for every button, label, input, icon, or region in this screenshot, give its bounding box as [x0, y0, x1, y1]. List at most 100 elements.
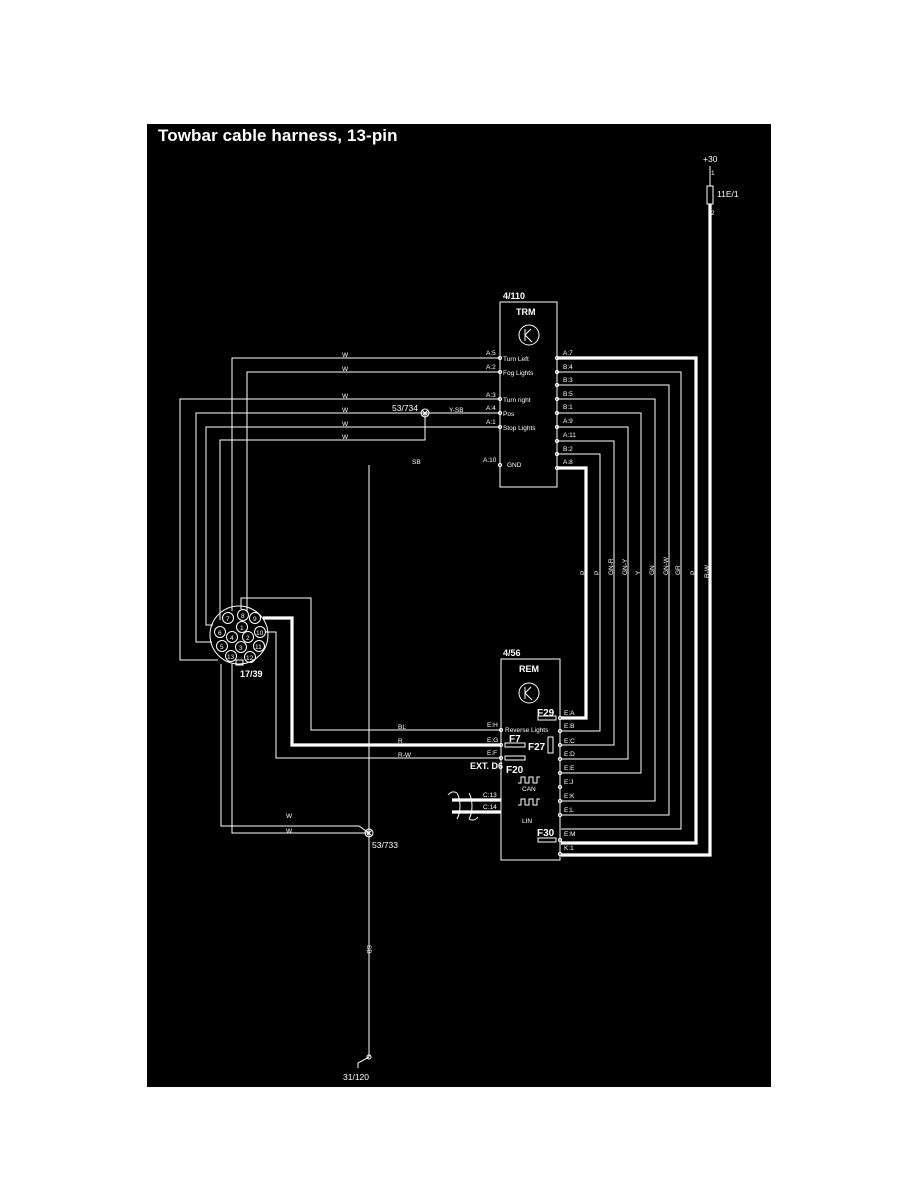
svg-text:W: W: [286, 828, 293, 835]
fuse-11e1-label: 11E/1: [717, 189, 739, 199]
trm-left-wire-colors: W W W W W W SB: [342, 352, 421, 466]
trm-box: [499, 301, 558, 488]
fuse-f7-label: F7: [509, 734, 521, 745]
trm-left-wires: [179, 357, 500, 1057]
svg-text:Turn right: Turn right: [503, 397, 531, 404]
svg-text:GN: GN: [649, 565, 656, 575]
rem-fuses: F29 F7 F27 EXT. D6 F20 F30: [470, 708, 557, 843]
connector-label: 17/39: [240, 669, 263, 679]
svg-text:6: 6: [218, 630, 222, 637]
svg-text:A:3: A:3: [486, 392, 496, 399]
svg-text:E:D: E:D: [564, 751, 575, 758]
svg-text:5: 5: [220, 644, 224, 651]
svg-text:E:E: E:E: [564, 765, 575, 772]
svg-text:2: 2: [246, 635, 250, 642]
svg-text:Y: Y: [635, 570, 642, 575]
fuse-pin-top: 1: [711, 170, 715, 177]
svg-text:W: W: [342, 407, 349, 414]
svg-text:10: 10: [256, 630, 264, 637]
splice-53-734: [420, 408, 430, 418]
svg-text:C:14: C:14: [483, 804, 497, 811]
svg-text:B:5: B:5: [563, 391, 573, 398]
svg-text:A:7: A:7: [563, 350, 573, 357]
svg-text:K:1: K:1: [564, 845, 574, 852]
svg-text:W: W: [342, 434, 349, 441]
fuse-f30-label: F30: [537, 828, 555, 839]
ground-31-120: [357, 1054, 372, 1068]
svg-text:R-W: R-W: [398, 752, 412, 759]
svg-text:11: 11: [255, 644, 262, 651]
svg-text:A:10: A:10: [483, 457, 497, 464]
svg-text:W: W: [342, 421, 349, 428]
supply-label: +30: [703, 154, 718, 164]
diagram-panel: [147, 124, 771, 1087]
fuse-f30: [537, 837, 557, 843]
svg-text:4: 4: [230, 635, 234, 642]
svg-text:A:1: A:1: [486, 419, 496, 426]
svg-text:A:2: A:2: [486, 364, 496, 371]
svg-text:12: 12: [246, 655, 254, 662]
trm-right-pins: A:7 B:4 B:3 B:5 B:1 A:9 A:11 B:2 A:8: [554, 350, 576, 471]
svg-text:B:2: B:2: [563, 446, 573, 453]
svg-text:B:4: B:4: [563, 364, 573, 371]
rem-ref: 4/56: [503, 648, 521, 658]
svg-text:A:5: A:5: [486, 350, 496, 357]
splice-53-734-label: 53/734: [392, 403, 418, 413]
rem-name: REM: [519, 664, 539, 674]
svg-text:W: W: [342, 366, 349, 373]
svg-text:E:C: E:C: [564, 738, 575, 745]
trm-ref: 4/110: [503, 291, 525, 301]
svg-text:E:L: E:L: [564, 807, 574, 814]
svg-text:7: 7: [226, 616, 230, 623]
svg-text:Reverse Lights: Reverse Lights: [505, 727, 549, 734]
svg-text:W: W: [342, 352, 349, 359]
svg-text:A:8: A:8: [563, 459, 573, 466]
svg-text:GN-Y: GN-Y: [622, 558, 629, 575]
connector-17-39: 7 8 9 6 1 10 4 2 5 3 11 13 12: [209, 605, 269, 666]
svg-text:R: R: [398, 738, 403, 745]
svg-text:13: 13: [227, 654, 235, 661]
svg-text:E:M: E:M: [564, 831, 576, 838]
svg-text:C:13: C:13: [483, 792, 497, 799]
svg-text:A:4: A:4: [486, 405, 496, 412]
svg-text:E:A: E:A: [564, 710, 575, 717]
svg-text:SB: SB: [412, 459, 421, 466]
rem-right-pins: E:A E:B E:C E:D E:E E:J E:K E:L E:M K:1: [557, 710, 576, 857]
ext-label: EXT. D6: [470, 761, 503, 771]
svg-text:E:H: E:H: [487, 722, 498, 729]
svg-text:E:K: E:K: [564, 793, 575, 800]
fuse-pin-bottom: 2: [711, 210, 715, 217]
svg-text:A:11: A:11: [563, 432, 576, 439]
rem-left-wires: [220, 597, 501, 834]
svg-text:E:G: E:G: [487, 737, 498, 744]
svg-text:LIN: LIN: [522, 818, 532, 825]
ground-wire-color: SB: [365, 945, 372, 954]
splice-53-733-label: 53/733: [372, 840, 398, 850]
svg-text:B:1: B:1: [563, 404, 573, 411]
svg-text:R-W: R-W: [704, 564, 711, 578]
svg-text:W: W: [286, 813, 293, 820]
fuse-f27-label: F27: [528, 742, 546, 753]
supply-trunk-wire: [561, 204, 712, 857]
svg-text:9: 9: [253, 616, 257, 623]
svg-text:E:J: E:J: [564, 779, 573, 786]
svg-text:1: 1: [240, 625, 244, 632]
svg-text:E:B: E:B: [564, 723, 574, 730]
svg-text:3: 3: [239, 645, 243, 652]
svg-text:GND: GND: [507, 462, 522, 469]
bus-signals: CAN LIN C:13 C:14: [447, 776, 540, 825]
svg-text:Fog Lights: Fog Lights: [503, 370, 534, 377]
svg-text:E:F: E:F: [487, 750, 497, 757]
svg-text:Pos: Pos: [503, 411, 515, 418]
svg-text:GN-W: GN-W: [663, 556, 670, 575]
svg-text:A:9: A:9: [563, 418, 573, 425]
trm-transistor-icon: [518, 324, 540, 346]
svg-text:W: W: [342, 393, 349, 400]
splice-53-734-wire: Y-SB: [449, 407, 464, 414]
svg-text:GN-R: GN-R: [608, 558, 615, 575]
trm-name: TRM: [516, 307, 536, 317]
fuse-f7: [504, 742, 526, 748]
splice-53-733: [364, 828, 374, 838]
diagram-title: Towbar cable harness, 13-pin: [158, 126, 398, 145]
rem-left-wire-colors: BL R R-W: [398, 724, 412, 759]
